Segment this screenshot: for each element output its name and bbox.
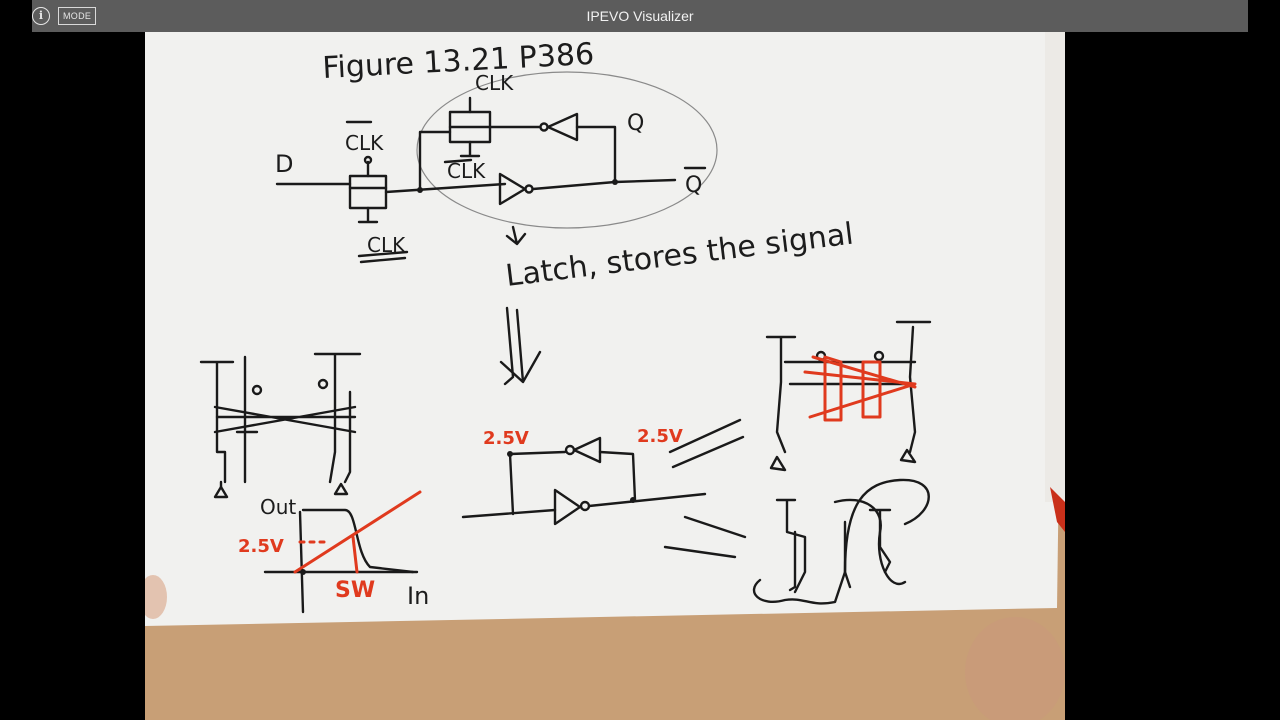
paper-sheet <box>145 32 1065 626</box>
circled-sketch <box>753 478 930 605</box>
app-titlebar: i MODE IPEVO Visualizer <box>32 0 1248 32</box>
q-bar-label: Q <box>685 173 702 198</box>
simple-latch-sketch: 2.5V 2.5V <box>461 418 747 559</box>
clk-label-input-top: CLK <box>345 131 384 155</box>
graph-x-label: In <box>407 582 429 610</box>
info-icon[interactable]: i <box>32 7 50 25</box>
highlight-circle <box>416 71 718 229</box>
d-label: D <box>275 150 293 178</box>
forward-inverter <box>498 172 527 206</box>
clk-label-top: CLK <box>475 71 514 95</box>
cross-coupled-inverter-sketch <box>199 352 362 499</box>
q-label: Q <box>627 111 644 136</box>
graph-level-label: 2.5V <box>238 536 284 557</box>
clk-label-mid: CLK <box>447 159 486 183</box>
camera-feed: Figure 13.21 P386 D CLK CLK <box>145 32 1065 720</box>
document-camera-image: Figure 13.21 P386 D CLK CLK <box>145 32 1065 720</box>
transfer-characteristic-graph: Out 2.5V SW In <box>238 490 429 614</box>
voltage-left-label: 2.5V <box>483 428 529 449</box>
red-pen <box>1050 487 1065 532</box>
latch-schematic: D CLK CLK CLK CLK <box>275 71 718 264</box>
graph-y-label: Out <box>260 495 296 519</box>
finger-shadow <box>145 575 167 619</box>
graph-switch-label: SW <box>335 578 375 603</box>
hand-shadow <box>965 617 1065 720</box>
mode-button[interactable]: MODE <box>58 7 97 25</box>
window-title: IPEVO Visualizer <box>586 8 694 24</box>
cross-coupled-transistors-right <box>765 320 932 472</box>
voltage-right-label: 2.5V <box>637 426 683 447</box>
